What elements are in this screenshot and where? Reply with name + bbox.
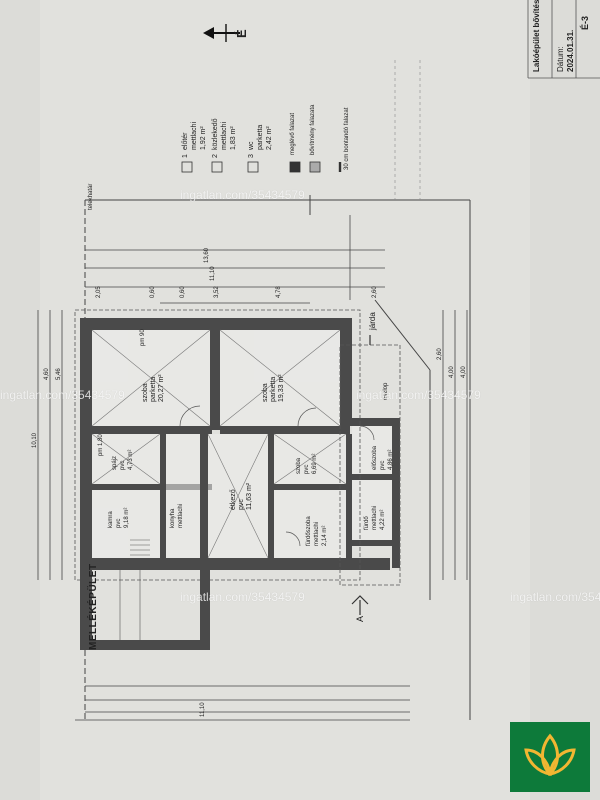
page-edge-lines (394, 60, 421, 200)
room-7-finish: mettlachi (314, 521, 320, 546)
room-1-name: szoba (142, 383, 149, 402)
watermark-3: ingatlan.com/35434579 (356, 388, 481, 402)
legend-3-name: wc (248, 141, 255, 150)
dim-top-part-3: 0,60 (180, 286, 186, 298)
watermark-2: ingatlan.com/35434579 (0, 388, 125, 402)
legend-new-wall: bővítmény falazata (310, 104, 316, 155)
title-block-project: Lakóépület bővítés (532, 0, 541, 72)
room-5-name: konyha (170, 508, 176, 528)
window-pm180-label: pm 1,80 (98, 434, 104, 456)
room-diagonals (91, 329, 347, 559)
stairs (130, 539, 150, 556)
dim-right-part-1: 2,60 (437, 348, 443, 360)
room-4-name: kamra (108, 511, 114, 528)
section-mark-label: A (355, 615, 365, 622)
dim-top-part-2: 0,60 (150, 286, 156, 298)
legend-boxes (181, 161, 342, 173)
agency-logo (510, 722, 590, 792)
dimension-lines-bottom (75, 685, 410, 721)
annex-label: MELLÉKÉPÜLET (88, 563, 99, 650)
watermark-1: ingatlan.com/35434579 (180, 188, 305, 202)
legend-1-num: 1 (182, 154, 189, 158)
north-arrow (203, 24, 240, 42)
legend-note: 30 cm bontandó falazat (344, 107, 350, 170)
annex-building (80, 570, 210, 650)
dimension-lines-left (37, 310, 63, 580)
room-8-name: szoba (296, 457, 302, 474)
room-3-area: 4,73 m² (128, 449, 134, 470)
room-6-area: 11,63 m² (246, 482, 253, 510)
legend-2-finish: mettlachi (221, 121, 228, 150)
legend-1-name: előtér (182, 132, 189, 150)
room-9-name: előszoba (372, 445, 378, 470)
room-10-name: fürdő (364, 516, 370, 530)
dim-bottom-total: 11,10 (200, 702, 206, 717)
window-pm90-label: pm 90 (140, 329, 146, 346)
room-1-finish: parketta (150, 376, 157, 402)
room-7-name: fürdőszoba (306, 516, 312, 546)
room-6-finish: pvc (238, 499, 245, 510)
room-3-name: spájz (112, 455, 118, 470)
section-line (351, 335, 371, 615)
room-5-finish: mettlachi (178, 503, 184, 528)
dimension-lines-right (442, 310, 468, 580)
room-9-finish: pvc (380, 460, 386, 470)
dim-top-total2: 13,60 (204, 247, 210, 263)
legend-3-area: 2,42 m² (266, 126, 273, 150)
dim-right-part-3: 4,00 (461, 366, 467, 378)
legend-2-area: 1,83 m² (230, 126, 237, 150)
room-4-finish: pvc (116, 518, 122, 528)
room-10-finish: mettlachi (372, 505, 378, 530)
dimension-lines-top (85, 249, 385, 304)
neighbor-label: telekhatár (88, 183, 94, 210)
legend-2-name: közlekedő (212, 118, 219, 150)
north-label: É (234, 29, 249, 38)
sidewalk-label: járda (368, 312, 377, 330)
legend-1-finish: mettlachi (191, 121, 198, 150)
dim-top-part-1: 2,05 (96, 286, 102, 298)
dim-left-part-2: 5,46 (56, 368, 62, 380)
dim-left-total: 10,10 (32, 432, 38, 448)
dim-left-part-1: 4,60 (44, 368, 50, 380)
title-block-date-label: Dátum: (556, 46, 565, 72)
room-9-area: 4,86 m² (388, 449, 394, 470)
dim-top-part-5: 4,78 (276, 286, 282, 298)
room-2-finish: parketta (270, 376, 277, 402)
room-8-finish: pvc (304, 464, 310, 474)
room-6-name: étkező (230, 489, 237, 510)
dim-top-part-6: 2,60 (372, 286, 378, 298)
leaf-logo-icon (524, 733, 576, 777)
legend-3-num: 3 (248, 154, 255, 158)
legend-3-finish: parketta (257, 124, 264, 150)
title-block-date: 2024.01.31. (566, 29, 575, 72)
room-2-area: 19,33 m² (278, 374, 285, 402)
legend-existing-wall: meglévő falazat (290, 112, 296, 155)
room-3-finish: pvc (120, 460, 126, 470)
title-block-lines (527, 0, 600, 79)
title-block-sheet: É-3 (580, 15, 590, 30)
room-8-area: 6,69 m² (312, 453, 318, 474)
room-7-area: 2,14 m² (322, 525, 328, 546)
room-10-area: 4,22 m² (380, 509, 386, 530)
dim-top-total: 11,10 (210, 266, 216, 281)
room-4-area: 9,18 m² (124, 507, 130, 528)
room-2-name: szoba (262, 383, 269, 402)
room-1-area: 20,27 m² (158, 374, 165, 402)
watermark-4: ingatlan.com/35434579 (180, 590, 305, 604)
door-swings (179, 405, 375, 547)
legend-1-area: 1,92 m² (200, 126, 207, 150)
watermark-5: ingatlan.com/35434579 (510, 590, 600, 604)
legend-2-num: 2 (212, 154, 219, 158)
dim-right-part-2: 4,00 (449, 366, 455, 378)
dim-top-part-4: 3,52 (214, 286, 220, 298)
